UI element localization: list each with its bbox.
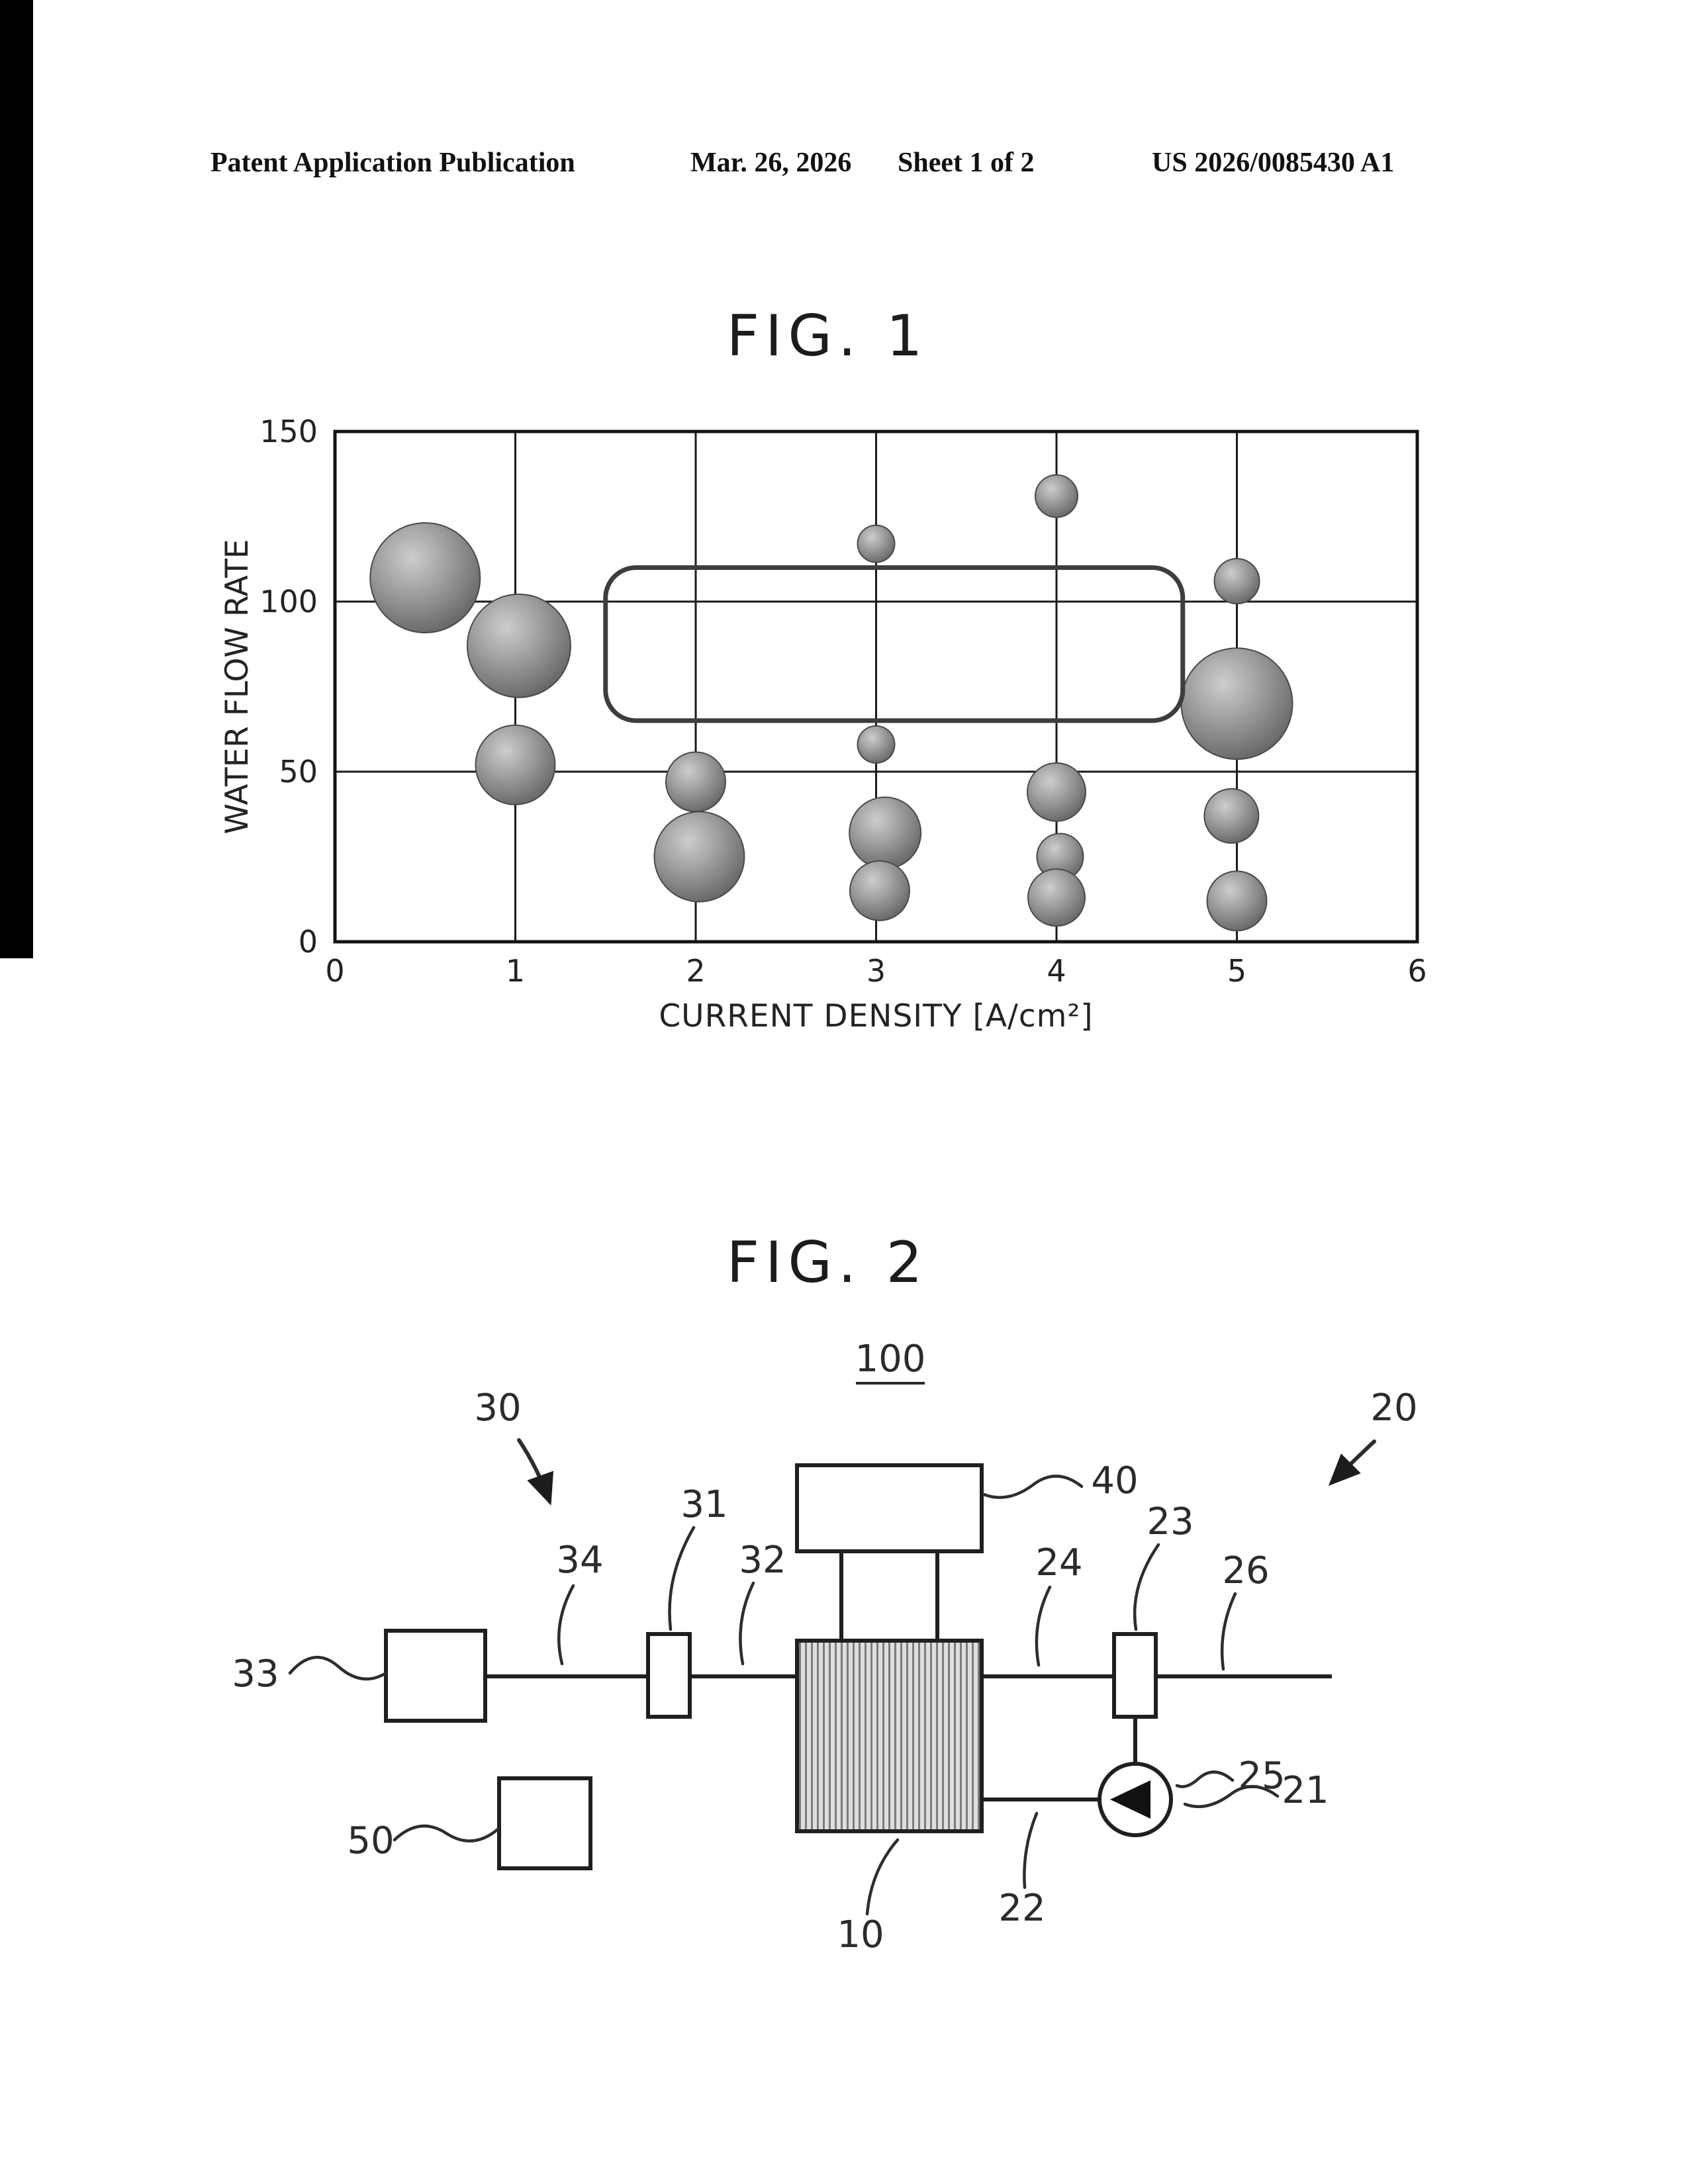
header-date: Mar. 26, 2026: [690, 148, 852, 178]
fig1-ytick-label: 50: [279, 754, 318, 790]
fig2-box-33: [384, 1629, 487, 1723]
fig2-box-50: [497, 1776, 592, 1870]
leader-34: [557, 1584, 575, 1666]
fig2-label-23: 23: [1147, 1500, 1194, 1543]
fig1-data-bubble: [653, 811, 745, 903]
fig1-xtick-label: 3: [867, 953, 886, 989]
fig2-label-31: 31: [680, 1483, 727, 1526]
fig2-label-50: 50: [347, 1819, 394, 1862]
fig2-pump-rotor-icon: [1110, 1780, 1150, 1819]
leader-26: [1220, 1592, 1237, 1671]
leader-22: [1023, 1811, 1039, 1889]
fig1-data-bubble: [1027, 762, 1086, 822]
fig1-data-bubble: [857, 524, 896, 563]
fig1-xtick-label: 0: [325, 953, 344, 989]
fig1-xtick-label: 1: [506, 953, 525, 989]
leader-31: [668, 1525, 696, 1631]
arrow-20: [1328, 1439, 1376, 1486]
header-patent-number: US 2026/0085430 A1: [1152, 148, 1395, 178]
header-sheet: Sheet 1 of 2: [898, 148, 1035, 178]
fig1-highlight-region: [603, 565, 1186, 723]
leader-25: [1175, 1770, 1235, 1788]
fig1-data-bubble: [369, 522, 481, 634]
fig2-label-30: 30: [474, 1387, 521, 1430]
fig1-xtick-label: 6: [1407, 953, 1427, 989]
fig1-data-bubble: [1035, 474, 1078, 518]
fig2-label-21: 21: [1282, 1769, 1329, 1812]
leader-10: [865, 1838, 900, 1916]
arrow-30: [517, 1438, 554, 1506]
fig2-label-33: 33: [232, 1653, 279, 1696]
fig1-data-bubble: [1213, 558, 1260, 605]
fig1-title: FIG. 1: [726, 303, 929, 369]
fig1-xtick-label: 4: [1047, 953, 1066, 989]
leader-23: [1133, 1543, 1160, 1631]
fig1-ytick-label: 0: [299, 924, 318, 960]
fig2-label-100: 100: [855, 1338, 926, 1381]
leader-50: [393, 1824, 500, 1843]
fig1-xtick-label: 2: [686, 953, 705, 989]
leader-24: [1035, 1585, 1052, 1667]
fig2-label-10: 10: [837, 1913, 884, 1956]
fig1-data-bubble: [466, 593, 571, 698]
fig1-xtick-label: 5: [1227, 953, 1246, 989]
fig1-data-bubble: [857, 725, 896, 764]
fig2-label-20: 20: [1370, 1387, 1417, 1430]
fig2-label-26: 26: [1222, 1549, 1269, 1592]
fig2-label-40: 40: [1091, 1459, 1138, 1502]
fig2-title: FIG. 2: [726, 1230, 929, 1296]
fig1-data-bubble: [849, 860, 910, 921]
fig2-box-40: [795, 1463, 984, 1553]
fig2-label-22: 22: [998, 1887, 1045, 1930]
fig1-plot-border: [333, 430, 1419, 944]
leader-40: [982, 1475, 1084, 1499]
fig1-data-bubble: [475, 724, 556, 805]
fig2-label-32: 32: [739, 1539, 786, 1582]
leader-32: [739, 1581, 755, 1666]
fig1-yaxis-label: WATER FLOW RATE: [219, 539, 256, 834]
fig1-ytick-label: 100: [259, 584, 318, 619]
fig2-stack-10: [795, 1639, 984, 1833]
scan-edge-artifact: [0, 0, 33, 958]
fig2-label-24: 24: [1035, 1541, 1082, 1584]
fig1-xaxis-label: CURRENT DENSITY [A/cm²]: [659, 998, 1093, 1034]
leader-33: [288, 1655, 388, 1681]
header-publication: Patent Application Publication: [211, 148, 575, 178]
fig1-data-bubble: [1027, 868, 1086, 927]
fig1-data-bubble: [1203, 788, 1260, 844]
leader-21: [1183, 1785, 1280, 1809]
fig1-ytick-label: 150: [259, 414, 318, 449]
fig2-box-23: [1112, 1632, 1158, 1719]
fig2-label-34: 34: [556, 1539, 603, 1582]
fig2-box-31: [646, 1632, 692, 1719]
fig2-label-25: 25: [1238, 1754, 1285, 1797]
fig1-data-bubble: [1206, 870, 1268, 932]
